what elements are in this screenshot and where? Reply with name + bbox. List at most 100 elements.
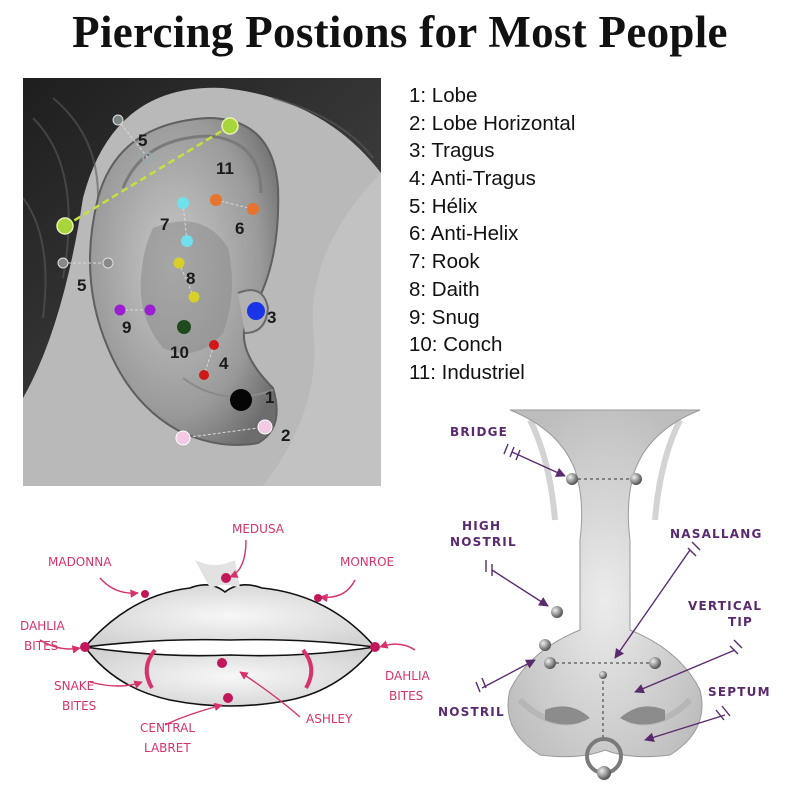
nostril-left: [545, 706, 590, 725]
helix-rim: [121, 134, 263, 194]
septum-ball: [597, 766, 611, 780]
ear-label-helix-side: 5: [77, 276, 86, 295]
nostril-stud-upper: [539, 639, 551, 651]
concha: [140, 221, 232, 353]
lip-arrows: [39, 539, 416, 726]
nostril-stud-lower: [544, 657, 556, 669]
anti-tragus-dot-upper: [209, 340, 219, 350]
neck-skin: [263, 173, 381, 486]
hair-strands: [23, 97, 374, 319]
label-medusa: MEDUSA: [232, 522, 285, 536]
anti-helix-dot-lower: [247, 203, 259, 215]
ear-label-snug: 9: [122, 318, 131, 337]
hair: [23, 78, 381, 398]
conch-dot: [177, 320, 191, 334]
arrow-fletchings: [475, 443, 743, 721]
ear-label-anti-tragus: 4: [219, 354, 229, 373]
dahlia-left-dot: [80, 642, 90, 652]
label-septum: SEPTUM: [708, 685, 771, 699]
label-snake-1: SNAKE: [54, 679, 94, 693]
tragus-dot: [247, 302, 265, 320]
anti-helix-dot-upper: [210, 194, 222, 206]
helix-side-dot-outer: [57, 257, 69, 269]
lobe-horizontal-dot-right: [257, 419, 273, 435]
lobe-dot: [230, 389, 252, 411]
label-nasallang: NASALLANG: [670, 527, 763, 541]
vertical-tip-stud: [599, 671, 607, 679]
legend-item-tragus: 3: Tragus: [409, 139, 495, 163]
madonna-dot: [141, 590, 149, 598]
ashley-dot: [217, 658, 227, 668]
helix-top-dot-outer: [112, 114, 124, 126]
rook-dot-lower: [181, 235, 193, 247]
label-vertical-tip-1: VERTICAL: [688, 599, 762, 613]
legend-item-industriel: 11: Industriel: [409, 360, 525, 384]
central-labret-dot: [223, 693, 233, 703]
upper-lip: [83, 584, 377, 649]
medusa-dot: [221, 573, 231, 583]
label-dahlia-right-2: BITES: [389, 689, 423, 703]
legend-item-conch: 10: Conch: [409, 333, 503, 357]
legend-item-anti-helix: 6: Anti-Helix: [409, 222, 519, 246]
ear-label-lobe-horizontal: 2: [281, 426, 290, 445]
ear-label-conch: 10: [170, 343, 189, 362]
ear-label-helix-top: 5: [138, 131, 147, 150]
bridge-stud-right: [630, 473, 642, 485]
snug-dot-outer: [114, 304, 126, 316]
legend-item-helix: 5: Hélix: [409, 194, 478, 218]
label-high-nostril-2: NOSTRIL: [450, 535, 517, 549]
ear-legend: 1: Lobe 2: Lobe Horizontal 3: Tragus 4: …: [405, 82, 605, 404]
industriel-dot-inner: [221, 117, 239, 135]
label-central-1: CENTRAL: [140, 721, 195, 735]
ear-label-daith: 8: [186, 269, 195, 288]
label-bridge: BRIDGE: [450, 425, 508, 439]
philtrum-shade: [195, 560, 240, 588]
label-dahlia-left-2: BITES: [24, 639, 58, 653]
label-nostril: NOSTRIL: [438, 705, 505, 719]
legend-item-lobe-horizontal: 2: Lobe Horizontal: [409, 111, 576, 135]
legend-item-rook: 7: Rook: [409, 250, 480, 274]
snake-bite-left-ring: [144, 648, 157, 690]
lower-lip: [83, 645, 377, 707]
nose-diagram: BRIDGE HIGH NOSTRIL NASALLANG VERTICAL T…: [438, 409, 771, 780]
ear-label-tragus: 3: [267, 308, 276, 327]
bridge-stud-left: [566, 473, 578, 485]
monroe-dot: [314, 594, 322, 602]
lobe-shade: [182, 377, 274, 398]
industriel-bar: [64, 124, 231, 228]
industriel-dot-outer: [56, 217, 74, 235]
rook-dot-upper: [177, 197, 189, 209]
ear-label-lobe: 1: [265, 388, 274, 407]
page-title: Piercing Postions for Most People: [72, 7, 728, 57]
dahlia-right-dot: [370, 642, 380, 652]
label-central-2: LABRET: [144, 741, 191, 755]
nasallang-stud: [649, 657, 661, 669]
helix-side-dot-inner: [102, 257, 114, 269]
ear-diagram: 5 11 7 6 5 8 3 9 10 4 1 2: [23, 78, 381, 486]
nose-dashes: [550, 478, 655, 740]
ear-label-anti-helix: 6: [235, 219, 244, 238]
label-ashley: ASHLEY: [306, 712, 353, 726]
snake-bite-right-ring: [301, 648, 314, 690]
daith-dot-lower: [188, 291, 200, 303]
high-nostril-stud: [551, 606, 563, 618]
label-madonna: MADONNA: [48, 555, 112, 569]
label-dahlia-right-1: DAHLIA: [385, 669, 430, 683]
legend-item-anti-tragus: 4: Anti-Tragus: [409, 167, 536, 191]
anti-tragus-dot-lower: [199, 370, 209, 380]
snug-dot-inner: [144, 304, 156, 316]
nose-shape: [507, 409, 703, 758]
legend-item-lobe: 1: Lobe: [409, 84, 478, 107]
lobe-horizontal-dot-left: [175, 430, 191, 446]
ear-label-industriel: 11: [216, 159, 234, 178]
helix-top-dot-inner: [142, 152, 154, 164]
nose-arrows: [481, 451, 736, 743]
nose-shading: [517, 418, 693, 726]
label-monroe: MONROE: [340, 555, 394, 569]
label-vertical-tip-2: TIP: [728, 615, 753, 629]
legend-item-snug: 9: Snug: [409, 305, 480, 329]
legend-item-daith: 8: Daith: [409, 277, 480, 301]
label-dahlia-left-1: DAHLIA: [20, 619, 65, 633]
daith-dot-upper: [173, 257, 185, 269]
lips-diagram: MEDUSA MADONNA MONROE DAHLIA BITES DAHLI…: [20, 522, 430, 755]
